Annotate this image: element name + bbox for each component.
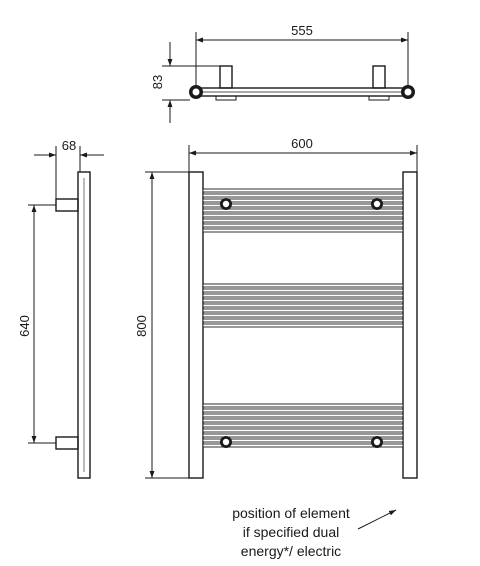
towel-rail xyxy=(202,188,404,193)
towel-rail xyxy=(202,423,404,428)
dimension-83: 83 xyxy=(150,42,222,123)
top-view: 555 83 xyxy=(150,23,415,123)
dimension-label-83: 83 xyxy=(150,75,165,89)
towel-rail xyxy=(202,413,404,418)
dimension-600: 600 xyxy=(188,136,418,172)
towel-rail xyxy=(202,443,404,448)
towel-rail xyxy=(202,403,404,408)
side-view: 68 640 xyxy=(17,138,104,479)
towel-rail xyxy=(202,408,404,413)
wall-bracket-left xyxy=(219,65,233,89)
towel-rail xyxy=(202,298,404,303)
dimension-800: 800 xyxy=(134,171,189,479)
towel-rail xyxy=(202,288,404,293)
dimension-label-800: 800 xyxy=(134,315,149,337)
towel-rail xyxy=(202,213,404,218)
towel-rail xyxy=(202,208,404,213)
dimension-label-640: 640 xyxy=(17,315,32,337)
towel-rail xyxy=(202,303,404,308)
element-position-note: position of element if specified dual en… xyxy=(232,505,397,559)
towel-rail xyxy=(202,293,404,298)
towel-rail xyxy=(202,313,404,318)
dimension-label-555: 555 xyxy=(291,23,313,38)
towel-rails xyxy=(202,188,404,448)
fixing-point-bottom-right xyxy=(371,436,383,448)
dimension-640: 640 xyxy=(17,204,56,444)
upright-right xyxy=(402,171,418,479)
fixing-point-bottom-left xyxy=(220,436,232,448)
dimension-68: 68 xyxy=(34,138,104,199)
note-line-3: energy*/ electric xyxy=(241,543,341,559)
towel-rail xyxy=(202,223,404,228)
towel-rail xyxy=(202,283,404,288)
front-view: 600 800 xyxy=(134,136,418,479)
towel-rail xyxy=(202,438,404,443)
upright-left xyxy=(188,171,204,479)
towel-rail xyxy=(202,318,404,323)
fixing-point-top-left xyxy=(220,198,232,210)
towel-rail xyxy=(202,433,404,438)
towel-rail xyxy=(202,198,404,203)
wall-bracket-right xyxy=(372,65,386,89)
dimension-label-600: 600 xyxy=(291,136,313,151)
side-bracket-bottom xyxy=(55,436,79,450)
note-arrow xyxy=(357,509,397,530)
towel-rail xyxy=(202,193,404,198)
dimension-label-68: 68 xyxy=(62,138,76,153)
dimension-555: 555 xyxy=(195,23,409,86)
towel-rail xyxy=(202,218,404,223)
side-bracket-top xyxy=(55,198,79,212)
towel-rail xyxy=(202,323,404,328)
towel-rail xyxy=(202,428,404,433)
note-line-2: if specified dual xyxy=(243,524,340,540)
towel-rail xyxy=(202,308,404,313)
end-cap-right xyxy=(401,85,415,99)
towel-rail xyxy=(202,228,404,233)
fixing-point-top-right xyxy=(371,198,383,210)
towel-rail xyxy=(202,418,404,423)
note-line-1: position of element xyxy=(232,505,350,521)
towel-rail xyxy=(202,203,404,208)
end-cap-left xyxy=(189,85,203,99)
